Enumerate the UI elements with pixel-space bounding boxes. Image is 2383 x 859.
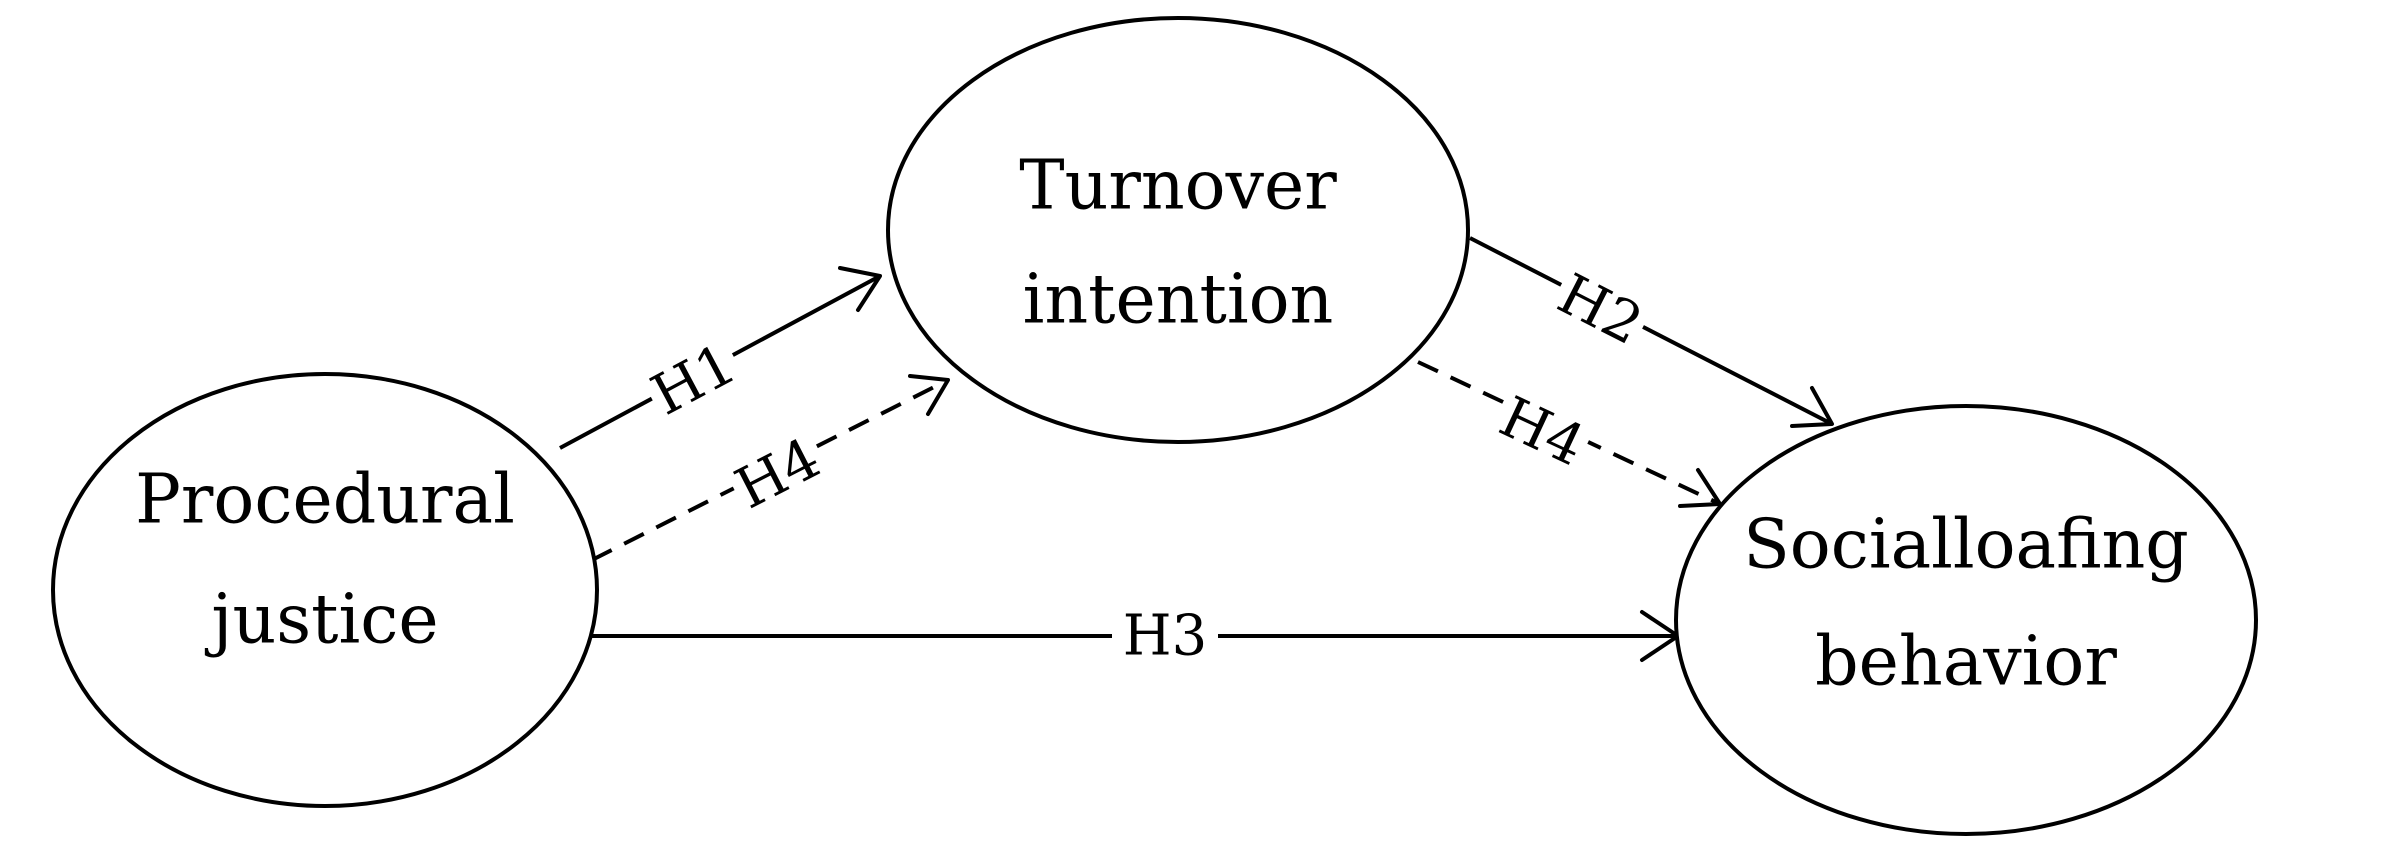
node-procedural-justice: Procedural justice [51,372,599,808]
node-social-loafing-behavior: Socialloafing behavior [1674,404,2258,836]
edge-label-h1-text: H1 [641,331,746,428]
edge-label-h4-b: H4 [1488,385,1596,480]
edge-label-h3: H3 [1112,604,1218,669]
node-procedural-justice-line2: justice [204,581,438,660]
edge-label-h1: H1 [640,331,748,429]
edge-h2 [1469,236,1834,428]
edge-label-h2: H2 [1546,262,1654,358]
node-turnover-intention-line1: Turnover [1019,147,1337,226]
node-social-loafing-line2: behavior [1815,623,2117,702]
node-procedural-justice-line1: Procedural [135,461,515,540]
edge-label-h4-b-text: H4 [1490,385,1594,480]
node-social-loafing-line1: Socialloafing [1743,506,2189,585]
edge-label-h4-a: H4 [724,426,832,522]
edge-label-h2-text: H2 [1548,262,1653,358]
node-turnover-intention: Turnover intention [886,16,1470,444]
edge-label-h4-a-text: H4 [726,426,831,522]
node-turnover-intention-line2: intention [1023,261,1334,340]
edge-label-h3-text: H3 [1123,604,1207,669]
